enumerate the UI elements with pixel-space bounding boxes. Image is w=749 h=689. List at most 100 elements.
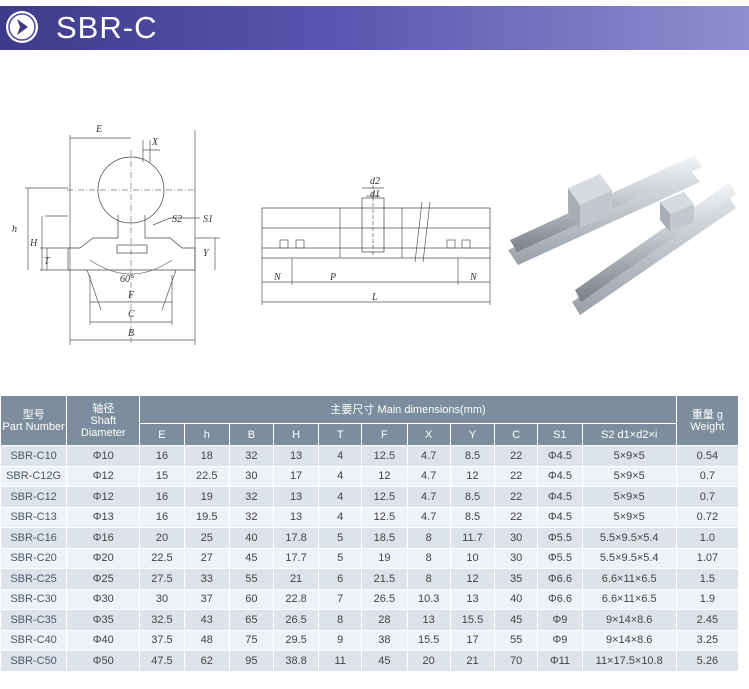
table-cell: 17.8 [272, 527, 320, 549]
column-header: Y [449, 423, 496, 446]
table-cell: 5×9×5 [581, 506, 677, 528]
table-cell: SBR-C30 [0, 588, 68, 610]
table-cell: SBR-C10 [0, 445, 68, 467]
table-cell: 38 [361, 629, 408, 651]
table-cell: 6.6×11×6.5 [581, 568, 677, 590]
table-cell: 17 [449, 629, 496, 651]
table-cell: 10 [449, 547, 496, 569]
table-cell: 4.7 [406, 486, 451, 508]
table-cell: 7 [318, 588, 363, 610]
table-cell: 5×9×5 [581, 486, 677, 508]
table-cell: Φ12 [66, 486, 141, 508]
table-cell: 45 [228, 547, 274, 569]
table-cell: 60 [228, 588, 274, 610]
table-cell: 27 [183, 547, 230, 569]
page-title: SBR-C [56, 10, 158, 45]
table-cell: 9×14×8.6 [581, 629, 677, 651]
table-cell: 8 [406, 568, 451, 590]
table-cell: 27.5 [139, 568, 185, 590]
table-cell: 62 [183, 650, 230, 672]
table-cell: 95 [228, 650, 274, 672]
label-angle: 60° [120, 274, 134, 285]
spec-table: 型号 Part Number 轴径 Shaft Diameter 主要尺寸 Ma… [0, 395, 740, 672]
table-cell: 1.0 [675, 527, 740, 549]
table-cell: 21 [272, 568, 320, 590]
label-d1: d1 [370, 189, 380, 200]
table-cell: 13 [406, 609, 451, 631]
table-cell: SBR-C16 [0, 527, 68, 549]
technical-drawing: E X h H T Y S2 S1 60° F C B [12, 124, 736, 345]
column-header: C [494, 423, 539, 446]
label-l: L [371, 292, 378, 303]
table-cell: SBR-C25 [0, 568, 68, 590]
table-cell: 5.5×9.5×5.4 [581, 547, 677, 569]
table-cell: SBR-C20 [0, 547, 68, 569]
table-cell: 21 [449, 650, 496, 672]
table-cell: 5×9×5 [581, 445, 677, 467]
table-cell: 32 [228, 506, 274, 528]
label-b: B [128, 328, 134, 339]
table-cell: 19.5 [183, 506, 230, 528]
table-cell: Φ4.5 [537, 465, 583, 487]
column-header: h [183, 423, 230, 446]
label-e: E [95, 124, 102, 135]
table-cell: Φ6.6 [537, 588, 583, 610]
table-cell: 12.5 [361, 486, 408, 508]
label-h-upper: H [29, 238, 38, 249]
table-cell: Φ50 [66, 650, 141, 672]
table-cell: 55 [228, 568, 274, 590]
table-cell: 5×9×5 [581, 465, 677, 487]
table-cell: Φ16 [66, 527, 141, 549]
table-cell: 12 [361, 465, 408, 487]
header-shaft-cn: 轴径 [92, 402, 115, 415]
table-cell: Φ30 [66, 588, 141, 610]
table-cell: 8 [406, 547, 451, 569]
table-cell: 15.5 [449, 609, 496, 631]
table-cell: SBR-C35 [0, 609, 68, 631]
table-cell: 20 [406, 650, 451, 672]
label-n-left: N [273, 272, 282, 283]
header-part-en: Part Number [2, 420, 65, 433]
table-cell: Φ40 [66, 629, 141, 651]
table-cell: 5.5×9.5×5.4 [581, 527, 677, 549]
table-cell: 22.5 [139, 547, 185, 569]
front-view-labels: E X h H T Y S2 S1 60° F C B [12, 124, 213, 339]
table-cell: Φ10 [66, 445, 141, 467]
header-weight-en: Weight [690, 420, 725, 433]
column-header: H [272, 423, 320, 446]
label-h: h [12, 224, 17, 235]
table-cell: Φ25 [66, 568, 141, 590]
table-cell: 43 [183, 609, 230, 631]
table-cell: 1.5 [675, 568, 740, 590]
table-cell: Φ5.5 [537, 527, 583, 549]
header-shaft: 轴径 Shaft Diameter [66, 395, 141, 446]
table-cell: 17 [272, 465, 320, 487]
table-cell: 11×17.5×10.8 [581, 650, 677, 672]
side-view [261, 185, 491, 305]
table-cell: Φ5.5 [537, 547, 583, 569]
table-cell: Φ13 [66, 506, 141, 528]
table-cell: 32.5 [139, 609, 185, 631]
table-cell: 12 [449, 568, 496, 590]
header-main-dimensions: 主要尺寸 Main dimensions(mm) [139, 395, 677, 424]
table-cell: 28 [361, 609, 408, 631]
table-cell: 35 [494, 568, 539, 590]
table-cell: 13 [272, 445, 320, 467]
table-cell: Φ35 [66, 609, 141, 631]
label-d2: d2 [370, 176, 380, 187]
table-cell: 16 [139, 486, 185, 508]
table-cell: 5.26 [675, 650, 740, 672]
label-y: Y [203, 248, 210, 259]
table-cell: 21.5 [361, 568, 408, 590]
table-cell: 22 [494, 465, 539, 487]
column-header: F [361, 423, 408, 446]
table-cell: 32 [228, 445, 274, 467]
table-cell: 3.25 [675, 629, 740, 651]
table-cell: 9 [318, 629, 363, 651]
